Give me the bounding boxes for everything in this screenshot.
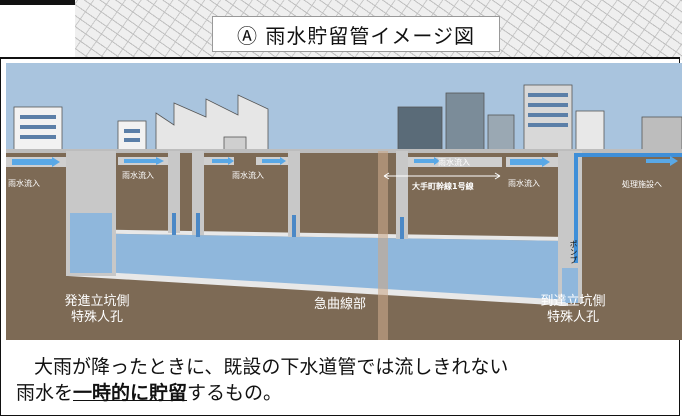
label-inflow-2: 雨水流入 xyxy=(122,171,154,180)
caption-line2: 雨水を一時的に貯留するもの。 xyxy=(16,380,664,406)
label-inflow-5: 雨水流入 xyxy=(438,158,470,167)
caption: 大雨が降ったときに、既設の下水道管では流しきれない 雨水を一時的に貯留するもの。 xyxy=(16,354,664,406)
existing-sewer-pipe xyxy=(408,157,502,167)
label-inflow-left: 雨水流入 xyxy=(8,179,40,188)
caption-post: するもの。 xyxy=(187,382,283,404)
end-shaft-water xyxy=(562,268,578,303)
light-beam xyxy=(378,151,388,340)
label-inflow-6: 雨水流入 xyxy=(508,179,540,188)
label-start-shaft-text: 発進立坑側 特殊人孔 xyxy=(64,294,130,325)
drop-shafts xyxy=(168,151,408,239)
caption-pre: 雨水を xyxy=(16,382,74,404)
label-to-plant: 処理施設へ xyxy=(622,180,662,189)
label-start-shaft: 発進立坑側 特殊人孔 xyxy=(52,294,142,326)
building-windows xyxy=(20,93,568,142)
span-arrow xyxy=(383,172,501,180)
storage-tunnel xyxy=(68,233,568,303)
start-shaft-water xyxy=(70,213,112,273)
storage-pipe-illustration xyxy=(6,63,682,340)
outflow-pipe xyxy=(574,153,682,263)
road-surface xyxy=(6,149,682,153)
diagram-title: Ⓐ 雨水貯留管イメージ図 xyxy=(212,16,500,52)
label-inflow-3: 雨水流入 xyxy=(232,171,264,180)
label-end-shaft: 到達立坑側 特殊人孔 xyxy=(528,294,618,326)
label-curve: 急曲線部 xyxy=(313,297,366,312)
flow-arrows xyxy=(12,156,678,167)
caption-line1: 大雨が降ったときに、既設の下水道管では流しきれない xyxy=(34,356,509,378)
top-left-bar xyxy=(0,0,75,5)
label-pump: ポンプ xyxy=(569,240,578,264)
label-end-shaft-text: 到達立坑側 特殊人孔 xyxy=(540,294,606,325)
caption-emphasis: 一時的に貯留 xyxy=(73,382,188,404)
tunnel-upper-wall xyxy=(67,229,569,241)
label-existing-pipe: 大手町幹線1号線 xyxy=(412,182,474,191)
tunnel-lower-wall xyxy=(67,270,569,306)
